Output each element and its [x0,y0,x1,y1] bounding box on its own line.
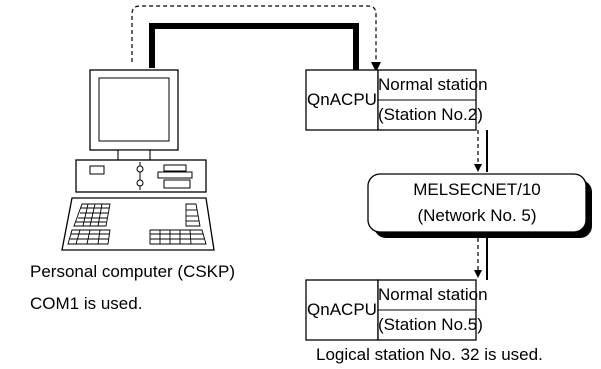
pc-port-note: COM1 is used. [30,294,143,313]
network-number-label: (Network No. 5) [417,206,537,225]
station-top-type-label: Normal station [378,75,488,94]
link-bottom-arrowhead [474,270,482,278]
rs232-cable [149,23,359,70]
station-top-number-label: (Station No.2) [378,105,483,124]
station-bottom-cpu-label: QnACPU [307,300,377,319]
logical-station-note: Logical station No. 32 is used. [316,345,543,364]
network-name-label: MELSECNET/10 [413,180,541,199]
station-bottom-number-label: (Station No.5) [378,315,483,334]
station-top-box [305,69,477,131]
station-top-cpu-label: QnACPU [307,90,377,109]
access-route-dashed [131,5,377,66]
personal-computer-icon [61,69,215,251]
link-top-arrowhead [474,164,482,172]
pc-caption: Personal computer (CSKP) [30,262,236,281]
station-bottom-type-label: Normal station [378,285,488,304]
network-node [367,173,592,238]
access-route-arrowhead [371,62,381,72]
station-bottom-box [305,279,477,341]
